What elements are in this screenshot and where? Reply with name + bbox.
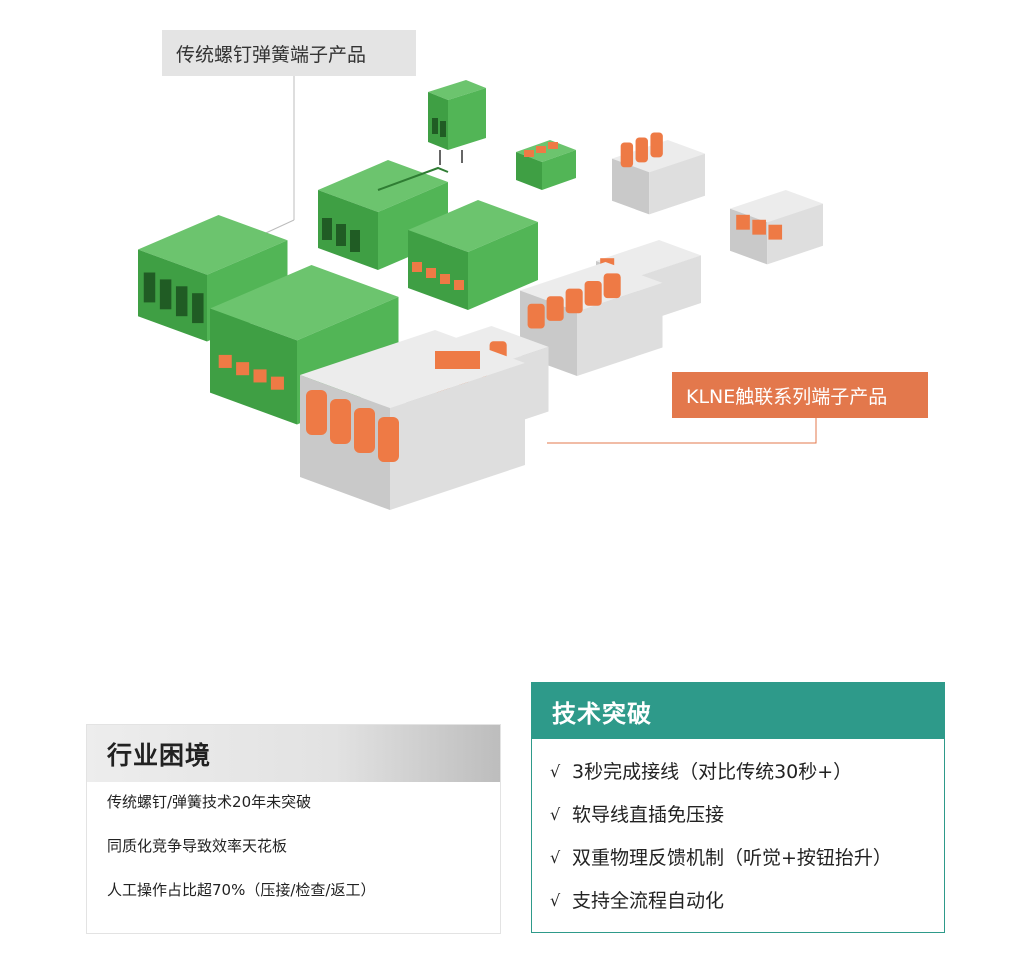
green-terminal bbox=[138, 215, 288, 342]
checkmark-icon: √ bbox=[550, 805, 561, 824]
list-item: √ 支持全流程自动化 bbox=[550, 890, 944, 912]
list-item-text: 软导线直插免压接 bbox=[572, 804, 725, 826]
industry-dilemma-list: 传统螺钉/弹簧技术20年未突破 同质化竞争导致效率天花板 人工操作占比超70%（… bbox=[87, 782, 500, 898]
green-terminal bbox=[428, 80, 486, 165]
list-item: √ 软导线直插免压接 bbox=[550, 804, 944, 826]
green-terminal bbox=[210, 265, 399, 425]
industry-dilemma-title: 行业困境 bbox=[107, 740, 212, 770]
list-item: 同质化竞争导致效率天花板 bbox=[107, 837, 288, 855]
traditional-products-label: 传统螺钉弹簧端子产品 bbox=[162, 30, 416, 76]
list-item: √ 3秒完成接线（对比传统30秒+） bbox=[550, 761, 944, 783]
product-illustration: 传统螺钉弹簧端子产品 KLNE触联系列端子产品 bbox=[138, 30, 928, 510]
tech-breakthrough-title: 技术突破 bbox=[552, 699, 652, 728]
klne-terminal bbox=[612, 132, 705, 215]
klne-terminal bbox=[730, 190, 823, 265]
industry-dilemma-panel: 行业困境 传统螺钉/弹簧技术20年未突破 同质化竞争导致效率天花板 人工操作占比… bbox=[86, 724, 501, 934]
list-item: 人工操作占比超70%（压接/检查/返工） bbox=[107, 881, 376, 899]
checkmark-icon: √ bbox=[550, 891, 561, 910]
klne-products-label: KLNE触联系列端子产品 bbox=[672, 372, 928, 418]
industry-dilemma-header: 行业困境 bbox=[87, 725, 500, 782]
leader-line bbox=[547, 418, 817, 444]
list-item-text: 支持全流程自动化 bbox=[572, 890, 725, 912]
checkmark-icon: √ bbox=[550, 762, 561, 781]
klne-terminal bbox=[300, 330, 525, 510]
list-item-text: 双重物理反馈机制（听觉+按钮抬升） bbox=[572, 847, 892, 869]
tech-breakthrough-header: 技术突破 bbox=[532, 683, 944, 739]
klne-terminal bbox=[520, 262, 663, 376]
list-item-text: 3秒完成接线（对比传统30秒+） bbox=[572, 761, 853, 783]
list-item: √ 双重物理反馈机制（听觉+按钮抬升） bbox=[550, 847, 944, 869]
green-terminal bbox=[318, 160, 449, 270]
green-terminal bbox=[516, 140, 576, 190]
green-terminal bbox=[408, 200, 538, 310]
checkmark-icon: √ bbox=[550, 848, 561, 867]
tech-breakthrough-panel: 技术突破 √ 3秒完成接线（对比传统30秒+） √ 软导线直插免压接 √ 双重物… bbox=[531, 682, 945, 933]
terminal-products-render bbox=[138, 76, 823, 510]
list-item: 传统螺钉/弹簧技术20年未突破 bbox=[107, 793, 312, 811]
tech-breakthrough-list: √ 3秒完成接线（对比传统30秒+） √ 软导线直插免压接 √ 双重物理反馈机制… bbox=[532, 739, 944, 912]
